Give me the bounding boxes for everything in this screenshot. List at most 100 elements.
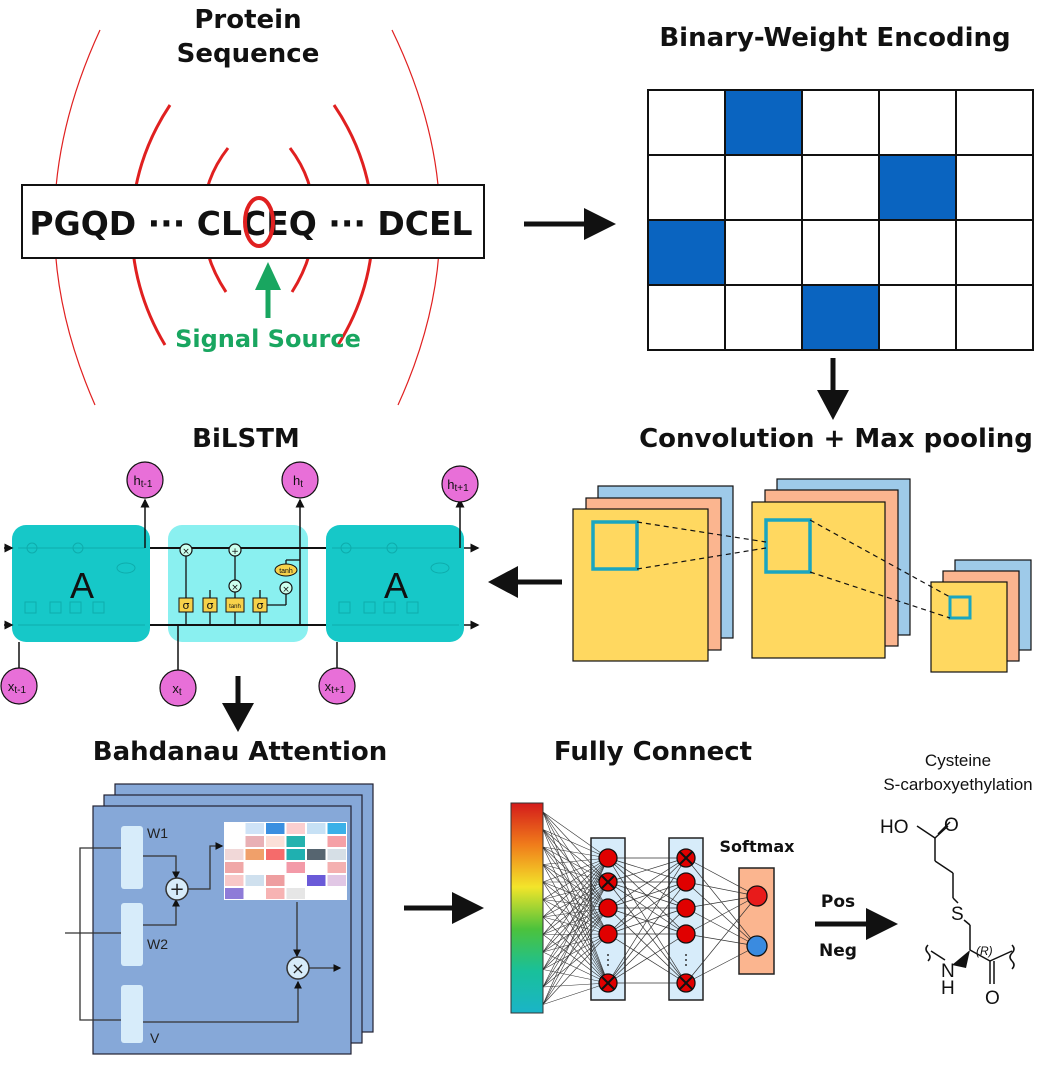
heatmap-cell bbox=[327, 836, 346, 847]
molecule-panel: Cysteine S-carboxyethylation HO O S H N … bbox=[880, 751, 1033, 1009]
encoding-cell bbox=[647, 154, 726, 221]
encoding-cell bbox=[878, 89, 957, 156]
heatmap-cell bbox=[307, 888, 326, 899]
classification-arrow: Pos Neg bbox=[815, 892, 898, 961]
bilstm-title: BiLSTM bbox=[192, 424, 300, 454]
neuron bbox=[598, 924, 618, 944]
encoding-cell bbox=[724, 89, 803, 156]
svg-text:ht-1: ht-1 bbox=[134, 473, 153, 490]
svg-text:×: × bbox=[182, 547, 190, 557]
heatmap-cell bbox=[245, 888, 264, 899]
heatmap-cell bbox=[245, 849, 264, 860]
map1-front bbox=[572, 508, 709, 662]
heatmap-cell bbox=[266, 888, 285, 899]
svg-text:xt: xt bbox=[172, 681, 182, 698]
encoding-cell bbox=[724, 154, 803, 221]
encoding-cell bbox=[801, 154, 880, 221]
atom-ho: HO bbox=[880, 817, 909, 838]
pos-label: Pos bbox=[821, 892, 855, 912]
heatmap-cell bbox=[266, 849, 285, 860]
fc-panel: Fully Connect Softmax bbox=[510, 737, 796, 1014]
multiply-symbol: × bbox=[291, 959, 304, 978]
heatmap-cell bbox=[225, 849, 244, 860]
lstm-input-lines bbox=[18, 625, 338, 672]
heatmap-cell bbox=[266, 875, 285, 886]
stereo-label: (R) bbox=[976, 944, 993, 958]
svg-text:+: + bbox=[231, 547, 239, 557]
attention-heatmap bbox=[224, 822, 347, 900]
encoding-cell bbox=[955, 219, 1034, 286]
svg-text:ht: ht bbox=[293, 473, 303, 490]
product-title-line2: S-carboxyethylation bbox=[883, 775, 1032, 794]
lstm-output-arrows bbox=[140, 498, 465, 548]
conv-panel: Convolution + Max pooling bbox=[572, 424, 1033, 673]
encoding-cell bbox=[801, 89, 880, 156]
heatmap-cell bbox=[286, 836, 305, 847]
encoding-cell bbox=[955, 284, 1034, 351]
atom-n: N bbox=[941, 961, 955, 982]
heatmap-cell bbox=[225, 836, 244, 847]
svg-text:xt-1: xt-1 bbox=[8, 679, 27, 696]
encoding-cell bbox=[647, 219, 726, 286]
svg-text:×: × bbox=[282, 585, 290, 595]
atom-o-carboxyl: O bbox=[944, 815, 959, 836]
neg-label: Neg bbox=[819, 941, 857, 961]
multiply-icon bbox=[286, 956, 310, 980]
heatmap-cell bbox=[245, 823, 264, 834]
encoding-grid bbox=[647, 89, 1034, 351]
arrow-conv-to-bilstm bbox=[488, 566, 562, 598]
neuron bbox=[598, 848, 618, 868]
lstm-input-node-2: xt bbox=[159, 669, 197, 707]
heatmap-cell bbox=[286, 875, 305, 886]
sequence-text: PGQD ··· CLCEQ ··· DCEL bbox=[29, 204, 472, 243]
heatmap-cell bbox=[307, 875, 326, 886]
conv-title: Convolution + Max pooling bbox=[639, 424, 1033, 454]
encoding-cell bbox=[724, 219, 803, 286]
w2-bar bbox=[121, 903, 143, 966]
neuron bbox=[598, 898, 618, 918]
heatmap-cell bbox=[245, 862, 264, 873]
encoding-cell bbox=[647, 284, 726, 351]
neuron bbox=[676, 898, 696, 918]
heatmap-cell bbox=[266, 836, 285, 847]
softmax-output-node bbox=[746, 935, 768, 957]
svg-text:σ: σ bbox=[257, 599, 264, 612]
lstm-cell-left bbox=[12, 525, 150, 642]
lstm-input-node-3: xt+1 bbox=[318, 667, 356, 705]
attention-connections bbox=[65, 842, 342, 1023]
lstm-center-internals: × + × × tanh σ σ tanh σ bbox=[150, 543, 326, 626]
attention-panel: Bahdanau Attention W1 W2 V + × bbox=[65, 737, 387, 1055]
encoding-cell bbox=[647, 89, 726, 156]
encoding-cell bbox=[801, 284, 880, 351]
heatmap-cell bbox=[307, 823, 326, 834]
protein-title-line2: Sequence bbox=[177, 39, 320, 69]
encoding-cell bbox=[878, 219, 957, 286]
atom-o-carbonyl: O bbox=[985, 988, 1000, 1009]
arrow-bilstm-to-attention bbox=[222, 676, 254, 732]
heatmap-cell bbox=[286, 862, 305, 873]
molecule-bonds bbox=[916, 821, 1015, 984]
map2-front bbox=[751, 501, 886, 659]
softmax-label: Softmax bbox=[720, 837, 796, 856]
heatmap-cell bbox=[286, 888, 305, 899]
svg-text:σ: σ bbox=[183, 599, 190, 612]
signal-arrow-head bbox=[255, 262, 281, 290]
heatmap-cell bbox=[266, 823, 285, 834]
lstm-state-arrows bbox=[4, 543, 480, 630]
map3-kernel bbox=[948, 595, 972, 620]
neuron bbox=[676, 872, 696, 892]
encoding-cell bbox=[878, 154, 957, 221]
lstm-output-node-1: ht-1 bbox=[126, 461, 164, 499]
heatmap-cell bbox=[327, 849, 346, 860]
arrow-seq-to-encoding bbox=[524, 208, 616, 240]
heatmap-cell bbox=[225, 875, 244, 886]
svg-text:tanh: tanh bbox=[229, 604, 241, 610]
lstm-input-node-1: xt-1 bbox=[0, 667, 38, 705]
signal-source-label: Signal Source bbox=[175, 325, 361, 353]
arrow-attention-to-fc bbox=[404, 892, 484, 924]
svg-text:×: × bbox=[231, 583, 239, 593]
fc-title: Fully Connect bbox=[554, 737, 752, 767]
encoding-cell bbox=[955, 89, 1034, 156]
softmax-output-node bbox=[746, 885, 768, 907]
v-bar bbox=[121, 985, 143, 1043]
